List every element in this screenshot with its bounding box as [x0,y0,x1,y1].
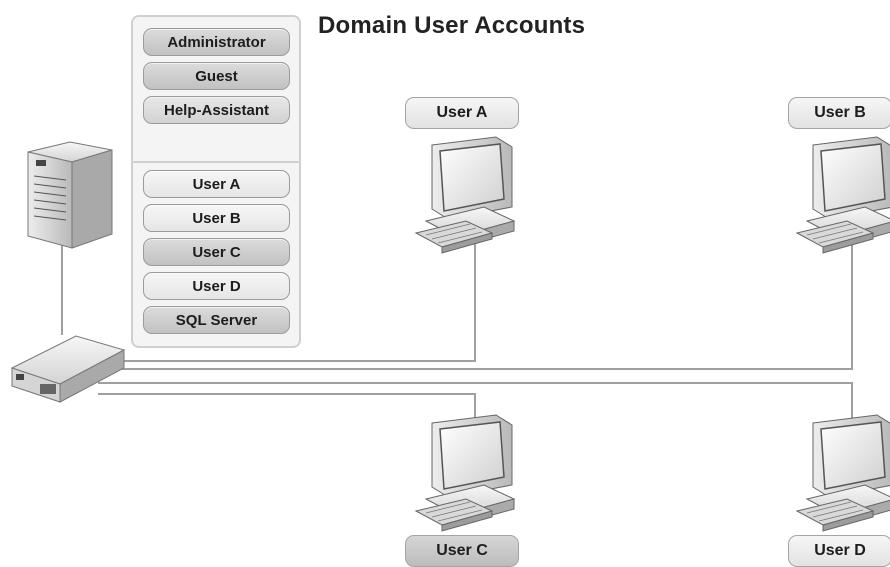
account-guest: Guest [143,62,290,90]
account-user-b: User B [143,204,290,232]
computer-label-user-d: User D [788,535,890,567]
computer-icon-user-d [796,414,890,532]
computer-label-user-b: User B [788,97,890,129]
computer-label-user-a: User A [405,97,519,129]
cable-user-c [98,393,476,420]
cable-user-b [122,243,853,370]
account-user-c: User C [143,238,290,266]
account-help-assistant: Help-Assistant [143,96,290,124]
account-administrator: Administrator [143,28,290,56]
network-switch-icon [10,335,126,403]
account-user-a: User A [143,170,290,198]
server-icon [27,141,113,249]
computer-icon-user-c [415,414,515,532]
account-user-d: User D [143,272,290,300]
account-sql-server: SQL Server [143,306,290,334]
panel-divider [133,161,299,163]
computer-label-user-c: User C [405,535,519,567]
computer-icon-user-b [796,136,890,254]
cable-user-a [122,243,476,362]
cable-user-d [98,382,853,420]
computer-icon-user-a [414,136,516,254]
page-title: Domain User Accounts [318,12,586,39]
